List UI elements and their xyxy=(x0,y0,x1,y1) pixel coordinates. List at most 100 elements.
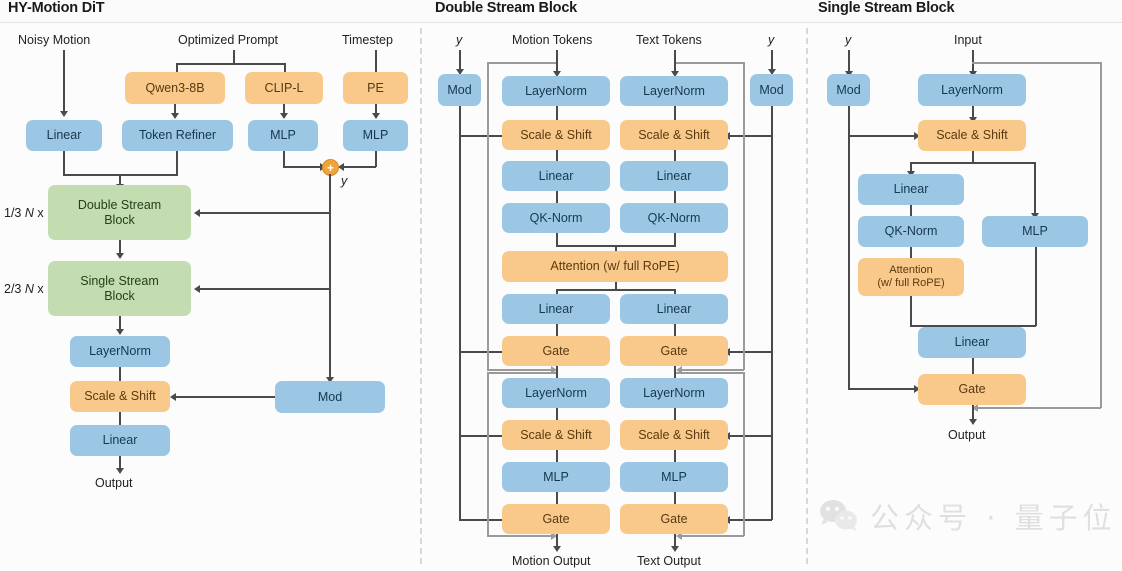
box-ssb-mod[interactable]: Mod xyxy=(827,74,870,106)
conn-qkm-down xyxy=(556,233,558,246)
repeat-double-n: N xyxy=(24,206,34,220)
skip-motion-top-bar xyxy=(487,62,557,64)
box-dsb-text-gate-2-label: Gate xyxy=(660,511,688,526)
box-pe[interactable]: PE xyxy=(343,72,408,104)
arrow-pe-to-mlp xyxy=(372,113,380,119)
box-ssb-mod-label: Mod xyxy=(836,82,861,97)
box-double-stream-block[interactable]: Double Stream Block xyxy=(48,185,191,240)
box-mod-left-label: Mod xyxy=(317,389,343,404)
box-ssb-linear-attn[interactable]: Linear xyxy=(858,174,964,205)
box-dsb-text-scale-shift-1[interactable]: Scale & Shift xyxy=(620,120,728,150)
conn-m-lin2-gate xyxy=(556,324,558,336)
conn-ssb-input xyxy=(972,50,974,72)
box-dsb-text-scale-shift-2[interactable]: Scale & Shift xyxy=(620,420,728,450)
conn-ssb-lin-gate xyxy=(972,358,974,374)
conn-attn-to-tlin xyxy=(674,289,676,294)
box-dsb-motion-layernorm-2[interactable]: LayerNorm xyxy=(502,378,610,408)
box-layernorm-out[interactable]: LayerNorm xyxy=(70,336,170,367)
box-ssb-attention[interactable]: Attention (w/ full RoPE) xyxy=(858,258,964,296)
conn-mlpclip-down xyxy=(283,151,285,167)
box-dsb-text-mlp-label: MLP xyxy=(661,469,687,484)
box-ssb-mlp[interactable]: MLP xyxy=(982,216,1088,247)
box-mlp-pe[interactable]: MLP xyxy=(343,120,408,151)
box-scale-shift-out[interactable]: Scale & Shift xyxy=(70,381,170,412)
box-qwen3-8b[interactable]: Qwen3-8B xyxy=(125,72,225,104)
box-dsb-text-linear-1-label: Linear xyxy=(656,168,692,183)
sum-node-label: + xyxy=(326,160,334,175)
box-dsb-attention[interactable]: Attention (w/ full RoPE) xyxy=(502,251,728,282)
conn-modR-ss2 xyxy=(727,435,772,437)
box-dsb-motion-qknorm[interactable]: QK-Norm xyxy=(502,203,610,233)
box-single-stream-block-label: Single Stream Block xyxy=(80,274,159,303)
box-mod-left[interactable]: Mod xyxy=(275,381,385,413)
box-single-stream-block[interactable]: Single Stream Block xyxy=(48,261,191,316)
conn-t-mlp-gate2 xyxy=(674,492,676,504)
repeat-double-prefix: 1/3 xyxy=(4,206,25,220)
label-repeat-single: 2/3 N x xyxy=(4,282,44,296)
box-ssb-gate[interactable]: Gate xyxy=(918,374,1026,405)
conn-mod-to-ss xyxy=(173,396,275,398)
box-dsb-text-layernorm-1-label: LayerNorm xyxy=(643,83,705,98)
arrow-y-to-mod xyxy=(326,377,334,383)
label-y-left: y xyxy=(341,174,348,188)
arrow-linear-to-output xyxy=(116,468,124,474)
box-dsb-text-layernorm-2[interactable]: LayerNorm xyxy=(620,378,728,408)
conn-m-ln-ss xyxy=(556,106,558,120)
box-token-refiner[interactable]: Token Refiner xyxy=(122,120,233,151)
box-dsb-text-layernorm-1[interactable]: LayerNorm xyxy=(620,76,728,106)
conn-motion-in xyxy=(556,50,558,72)
box-dsb-text-linear-1[interactable]: Linear xyxy=(620,161,728,191)
box-dsb-text-layernorm-2-label: LayerNorm xyxy=(643,385,705,400)
arrow-ssb-mod-ss xyxy=(914,132,920,140)
arrow-dsb-to-ssb xyxy=(116,253,124,259)
label-text-output: Text Output xyxy=(637,554,701,568)
watermark-text: 公众号 · 量子位 xyxy=(870,501,1117,535)
arrow-skip-motion-join xyxy=(551,366,557,374)
box-dsb-text-gate-2[interactable]: Gate xyxy=(620,504,728,534)
conn-dsb-mod-left-bus xyxy=(459,106,461,520)
box-ssb-linear-out[interactable]: Linear xyxy=(918,327,1026,358)
conn-qk-merge-stem xyxy=(615,245,617,253)
box-dsb-motion-mlp[interactable]: MLP xyxy=(502,462,610,492)
conn-dsb-y-right xyxy=(771,50,773,70)
header-hy-motion-dit: HY-Motion DiT xyxy=(8,0,105,16)
skip-motion-join xyxy=(487,369,553,371)
box-linear-input[interactable]: Linear xyxy=(26,120,102,151)
box-dsb-motion-linear-1[interactable]: Linear xyxy=(502,161,610,191)
box-mlp-clip[interactable]: MLP xyxy=(248,120,318,151)
skip-text-join2 xyxy=(679,535,744,537)
box-dsb-text-mlp[interactable]: MLP xyxy=(620,462,728,492)
box-ssb-scale-shift[interactable]: Scale & Shift xyxy=(918,120,1026,151)
box-ssb-qk-norm[interactable]: QK-Norm xyxy=(858,216,964,247)
conn-t-ln-ss xyxy=(674,106,676,120)
box-linear-input-label: Linear xyxy=(46,128,82,143)
conn-dsb-y-left xyxy=(459,50,461,70)
label-repeat-double: 1/3 N x xyxy=(4,206,44,220)
box-dsb-motion-gate-1[interactable]: Gate xyxy=(502,336,610,366)
box-ssb-layernorm[interactable]: LayerNorm xyxy=(918,74,1026,106)
box-dsb-mod-left[interactable]: Mod xyxy=(438,74,481,106)
box-mlp-pe-label: MLP xyxy=(362,128,389,143)
conn-motion-out xyxy=(556,534,558,547)
conn-m-mlp-gate2 xyxy=(556,492,558,504)
box-ssb-qk-norm-label: QK-Norm xyxy=(884,224,938,239)
conn-ssb-to-mlp xyxy=(1034,162,1036,214)
box-linear-out[interactable]: Linear xyxy=(70,425,170,456)
box-dsb-text-linear-2[interactable]: Linear xyxy=(620,294,728,324)
box-dsb-text-gate-1[interactable]: Gate xyxy=(620,336,728,366)
box-mlp-clip-label: MLP xyxy=(270,128,296,143)
box-dsb-motion-scale-shift-1[interactable]: Scale & Shift xyxy=(502,120,610,150)
box-dsb-mod-right[interactable]: Mod xyxy=(750,74,793,106)
conn-ssb-mod-ss xyxy=(848,135,916,137)
skip-motion-top-bar2 xyxy=(487,372,557,374)
box-dsb-text-qknorm[interactable]: QK-Norm xyxy=(620,203,728,233)
box-dsb-motion-scale-shift-2[interactable]: Scale & Shift xyxy=(502,420,610,450)
box-dsb-text-scale-shift-2-label: Scale & Shift xyxy=(638,427,710,442)
conn-ssb-qk-attn xyxy=(910,247,912,258)
box-clip-l[interactable]: CLIP-L xyxy=(245,72,323,104)
box-dsb-motion-scale-shift-2-label: Scale & Shift xyxy=(520,427,592,442)
box-dsb-motion-layernorm-1[interactable]: LayerNorm xyxy=(502,76,610,106)
box-dsb-motion-gate-2[interactable]: Gate xyxy=(502,504,610,534)
box-dsb-motion-linear-2[interactable]: Linear xyxy=(502,294,610,324)
box-dsb-motion-layernorm-1-label: LayerNorm xyxy=(525,83,587,98)
